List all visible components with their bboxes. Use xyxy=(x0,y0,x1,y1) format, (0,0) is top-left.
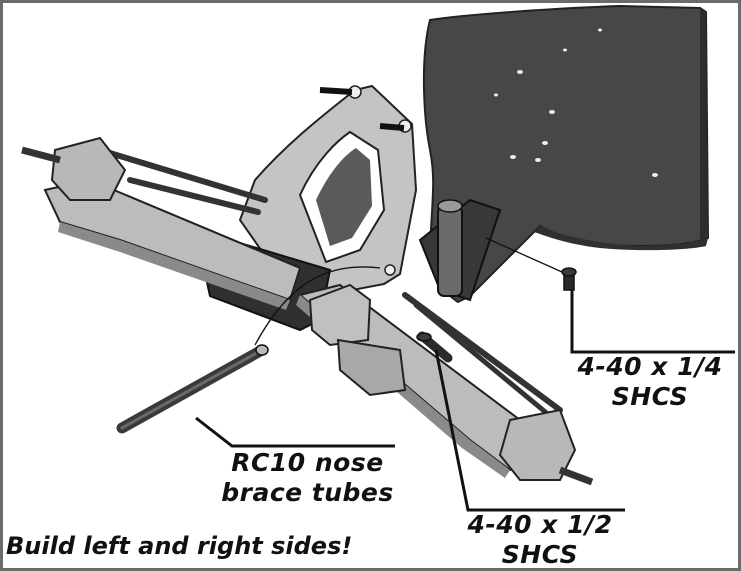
upper-links xyxy=(97,147,563,423)
nose-brace-tube xyxy=(116,344,269,434)
footer-note: Build left and right sides! xyxy=(6,532,353,560)
label-short-screw-size: 4-40 x 1/4 xyxy=(577,352,723,381)
label-long-screw-type: SHCS xyxy=(501,540,579,569)
label-short-screw: 4-40 x 1/4 SHCS xyxy=(565,352,735,412)
label-long-screw-size: 4-40 x 1/2 xyxy=(467,510,613,539)
chassis-holes xyxy=(494,28,658,177)
shock-absorber xyxy=(437,199,463,297)
shock-tower xyxy=(238,84,418,302)
wire xyxy=(254,266,381,346)
long-screw xyxy=(416,331,453,363)
center-steering-block xyxy=(308,283,407,397)
label-brace-line2: brace tubes xyxy=(221,478,394,507)
left-hub-carrier xyxy=(21,136,127,201)
install-guides xyxy=(485,237,563,273)
label-long-screw: 4-40 x 1/2 SHCS xyxy=(455,510,625,570)
label-short-screw-type: SHCS xyxy=(611,382,689,411)
tower-screws xyxy=(319,87,405,131)
right-hub-carrier xyxy=(498,408,594,486)
callout-leaders xyxy=(195,290,735,512)
label-brace-line1: RC10 nose xyxy=(231,448,384,477)
short-screw xyxy=(561,267,577,291)
label-brace-tubes: RC10 nose brace tubes xyxy=(215,448,400,508)
